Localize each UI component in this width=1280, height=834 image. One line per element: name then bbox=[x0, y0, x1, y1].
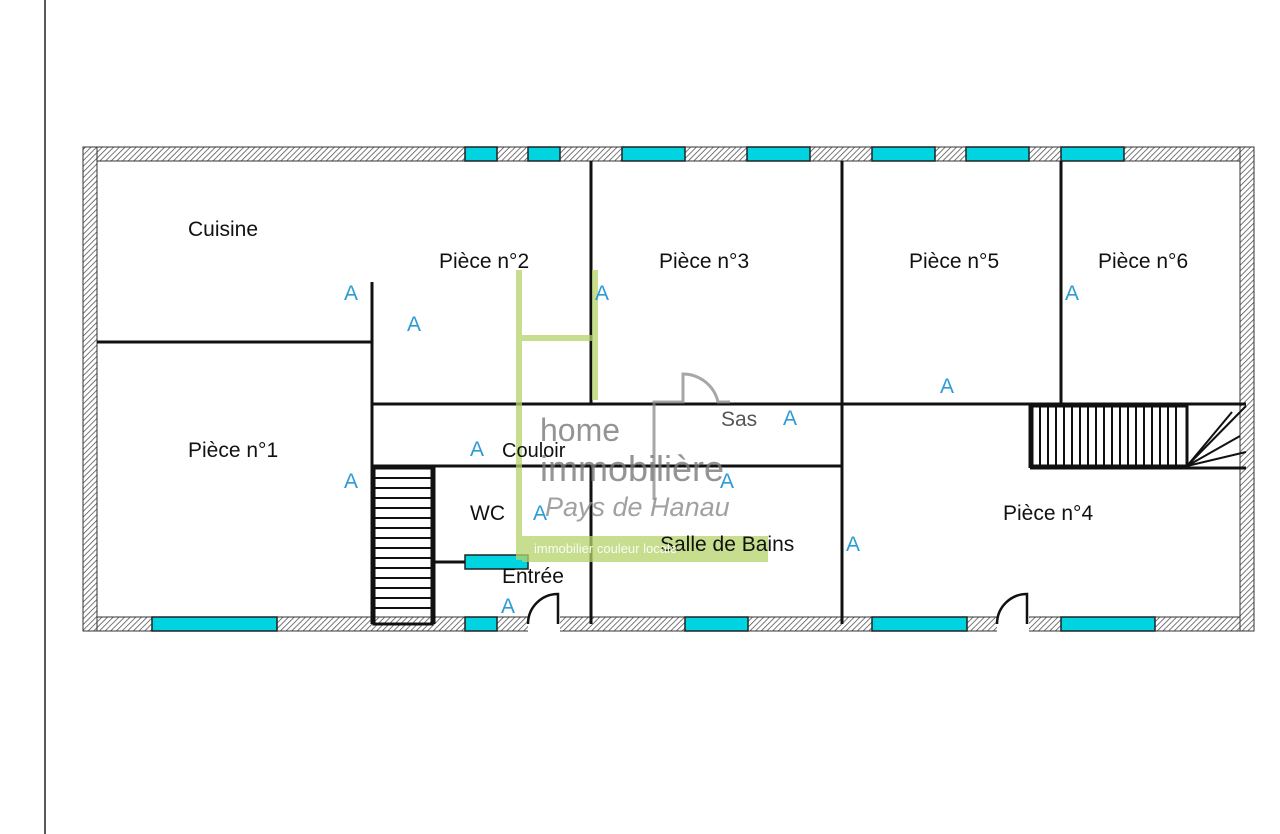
room-label-couloir: Couloir bbox=[502, 440, 566, 462]
watermark-line-immobiliere: immobilière bbox=[540, 448, 725, 489]
room-label-entree: Entrée bbox=[502, 565, 564, 588]
watermark-tagline: immobilier couleur locale bbox=[534, 541, 678, 556]
section-marker: A bbox=[344, 470, 359, 493]
section-marker: A bbox=[407, 313, 422, 336]
window bbox=[151, 616, 278, 632]
section-marker: A bbox=[720, 470, 735, 493]
room-label-cuisine: Cuisine bbox=[188, 218, 259, 241]
watermark-line-pays-de-hanau: Pays de Hanau bbox=[545, 492, 730, 522]
room-label-piece-4: Pièce n°4 bbox=[1003, 502, 1094, 525]
window bbox=[871, 146, 936, 162]
room-label-wc: WC bbox=[470, 502, 505, 525]
room-label-salle-de-bains: Salle de Bains bbox=[660, 533, 795, 556]
window bbox=[746, 146, 811, 162]
watermark-logo bbox=[516, 270, 768, 562]
right-staircase bbox=[1030, 404, 1247, 468]
section-marker: A bbox=[595, 282, 610, 305]
windows bbox=[151, 146, 1156, 632]
left-staircase bbox=[372, 466, 434, 626]
section-marker: A bbox=[344, 282, 359, 305]
section-marker: A bbox=[501, 595, 516, 618]
section-marker: A bbox=[783, 407, 798, 430]
window bbox=[621, 146, 686, 162]
door-swings bbox=[526, 592, 1029, 625]
section-marker: A bbox=[940, 375, 955, 398]
window bbox=[464, 146, 498, 162]
window bbox=[1060, 146, 1125, 162]
room-label-piece-3: Pièce n°3 bbox=[659, 250, 750, 273]
section-marker: A bbox=[533, 502, 548, 525]
window bbox=[1060, 616, 1156, 632]
room-label-piece-1: Pièce n°1 bbox=[188, 439, 279, 462]
window bbox=[464, 616, 498, 632]
room-label-piece-6: Pièce n°6 bbox=[1098, 250, 1189, 273]
section-marker: A bbox=[1065, 282, 1080, 305]
door-openings bbox=[528, 616, 1029, 632]
window bbox=[684, 616, 749, 632]
interior-walls bbox=[97, 161, 1246, 624]
section-marker: A bbox=[846, 533, 861, 556]
window bbox=[527, 146, 561, 162]
section-marker: A bbox=[470, 438, 485, 461]
window bbox=[871, 616, 968, 632]
room-label-sas: Sas bbox=[721, 408, 758, 431]
room-label-piece-2: Pièce n°2 bbox=[439, 250, 530, 273]
window bbox=[965, 146, 1030, 162]
room-label-piece-5: Pièce n°5 bbox=[909, 250, 1000, 273]
watermark-line-home: home bbox=[540, 412, 621, 448]
